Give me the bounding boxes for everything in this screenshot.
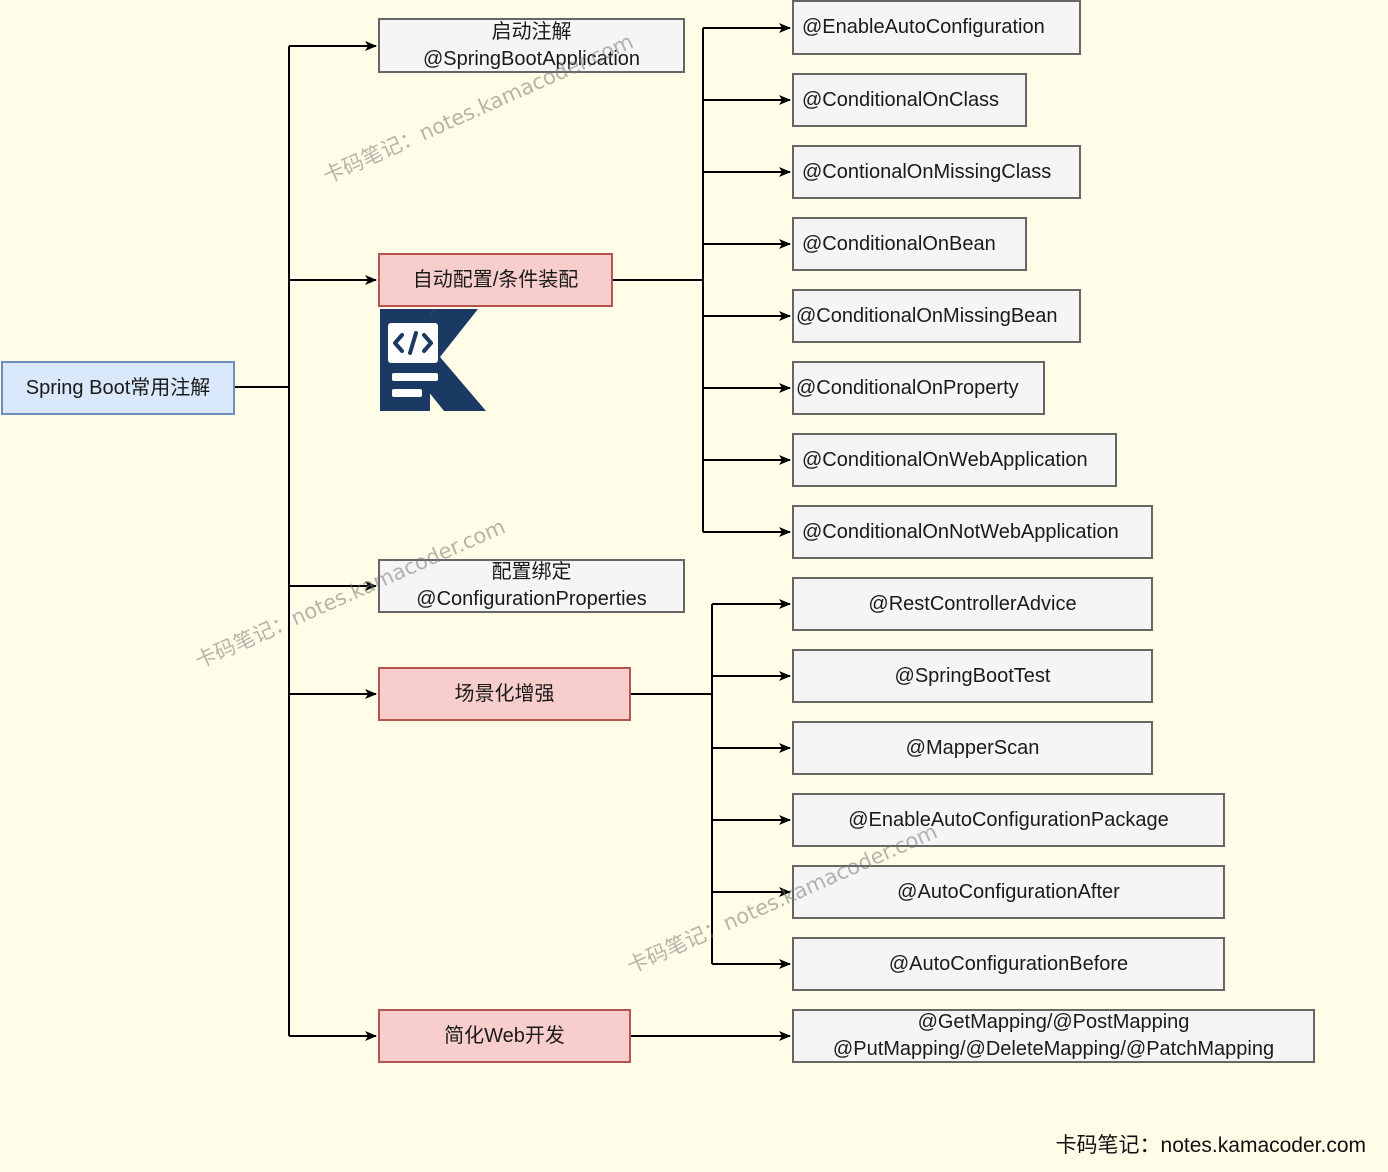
scenario-item-6-label: @AutoConfigurationBefore — [888, 952, 1129, 975]
autoconfig-item-1-label: @EnableAutoConfiguration — [802, 16, 1045, 38]
category-binding-line-2: @ConfigurationProperties — [416, 588, 647, 610]
scenario-item-3-label: @MapperScan — [905, 736, 1040, 759]
scenario-item-1-label: @RestControllerAdvice — [868, 592, 1077, 615]
autoconfig-item-4-label: @ConditionalOnBean — [802, 232, 996, 255]
autoconfig-item-7-label: @ConditionalOnWebApplication — [802, 448, 1088, 471]
category-binding: 配置绑定 @ConfigurationProperties — [378, 559, 685, 613]
scenario-item-6: @AutoConfigurationBefore — [792, 937, 1225, 991]
autoconfig-item-7: @ConditionalOnWebApplication — [792, 433, 1117, 487]
kamacoder-logo-icon — [380, 309, 486, 411]
scenario-item-5-label: @AutoConfigurationAfter — [897, 880, 1120, 903]
autoconfig-item-5-label: @ConditionalOnMissingBean — [796, 304, 1058, 327]
scenario-item-2-label: @SpringBootTest — [894, 664, 1051, 687]
scenario-item-4: @EnableAutoConfigurationPackage — [792, 793, 1225, 847]
scenario-item-4-label: @EnableAutoConfigurationPackage — [848, 808, 1169, 831]
web-item-1-line-1: @GetMapping/@PostMapping — [917, 1011, 1190, 1033]
autoconfig-item-4: @ConditionalOnBean — [792, 217, 1027, 271]
autoconfig-item-3-label: @ContionalOnMissingClass — [802, 160, 1052, 183]
footer-credit: 卡码笔记：notes.kamacoder.com — [1055, 1134, 1366, 1157]
scenario-item-2: @SpringBootTest — [792, 649, 1153, 703]
category-startup: 启动注解 @SpringBootApplication — [378, 18, 685, 73]
category-scenario: 场景化增强 — [378, 667, 631, 721]
web-item-1-line-2: @PutMapping/@DeleteMapping/@PatchMapping — [832, 1038, 1275, 1060]
autoconfig-item-3: @ContionalOnMissingClass — [792, 145, 1081, 199]
category-autoconfig-label: 自动配置/条件装配 — [412, 268, 579, 291]
category-scenario-label: 场景化增强 — [454, 682, 555, 705]
category-startup-line-2: @SpringBootApplication — [422, 47, 641, 70]
root-node: Spring Boot常用注解 — [1, 361, 235, 415]
scenario-item-1: @RestControllerAdvice — [792, 577, 1153, 631]
scenario-item-5: @AutoConfigurationAfter — [792, 865, 1225, 919]
category-autoconfig: 自动配置/条件装配 — [378, 253, 613, 307]
category-web: 简化Web开发 — [378, 1009, 631, 1063]
web-item-1: @GetMapping/@PostMapping @PutMapping/@De… — [792, 1009, 1315, 1063]
category-binding-line-1: 配置绑定 — [491, 561, 572, 583]
autoconfig-item-6: @ConditionalOnProperty — [792, 361, 1045, 415]
category-web-label: 简化Web开发 — [444, 1024, 565, 1047]
autoconfig-item-1: @EnableAutoConfiguration — [792, 0, 1081, 55]
autoconfig-item-2: @ConditionalOnClass — [792, 73, 1027, 127]
autoconfig-item-2-label: @ConditionalOnClass — [802, 88, 1000, 111]
autoconfig-item-6-label: @ConditionalOnProperty — [796, 376, 1019, 399]
scenario-item-3: @MapperScan — [792, 721, 1153, 775]
autoconfig-item-8-label: @ConditionalOnNotWebApplication — [802, 520, 1119, 543]
category-startup-line-1: 启动注解 — [491, 20, 572, 43]
autoconfig-item-8: @ConditionalOnNotWebApplication — [792, 505, 1153, 559]
root-label: Spring Boot常用注解 — [25, 376, 211, 399]
autoconfig-item-5: @ConditionalOnMissingBean — [792, 289, 1081, 343]
